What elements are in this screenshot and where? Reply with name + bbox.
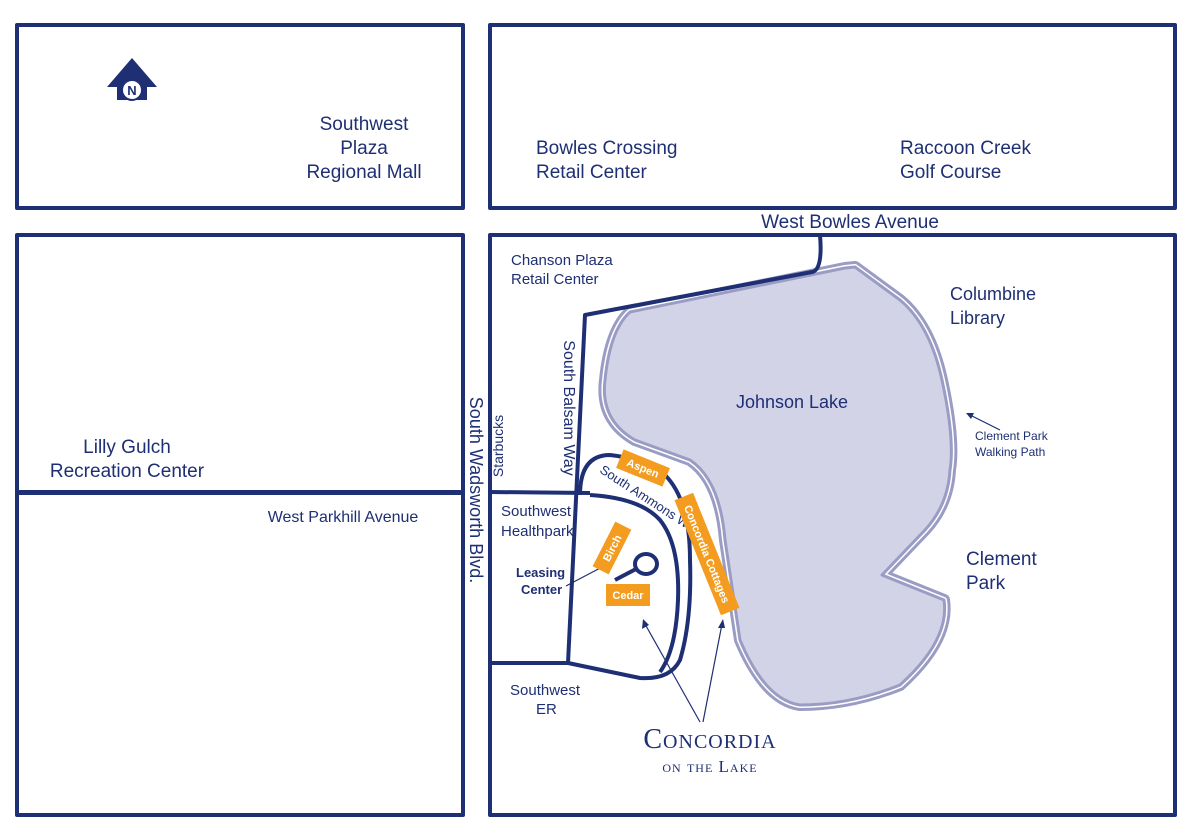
southwest-plaza-label: Southwest Plaza Regional Mall [306,114,421,183]
south-balsam-way-label: South Balsam Way [560,340,577,475]
starbucks-label: Starbucks [490,415,506,477]
svg-text:Regional Mall: Regional Mall [306,162,421,183]
svg-text:ER: ER [536,701,557,718]
svg-text:Clement Park: Clement Park [975,429,1049,443]
walking-path-arrow-icon [967,413,1001,431]
brand-tagline: on the Lake [662,757,757,776]
arrowhead-left-icon [642,619,649,629]
inner-loop-road [589,493,681,674]
south-wadsworth-blvd-label: South Wadsworth Blvd. [466,397,486,583]
block-northwest [15,23,465,210]
lilly-gulch-label: Lilly Gulch Recreation Center [50,437,205,482]
walking-path-label: Clement Park Walking Path [966,413,1049,459]
road-to-parkhill [489,490,591,495]
ammons-cul-de-sac-stem [614,566,639,582]
svg-text:Golf Course: Golf Course [900,162,1001,183]
svg-text:Walking Path: Walking Path [975,445,1045,459]
svg-text:Raccoon Creek: Raccoon Creek [900,138,1031,159]
johnson-lake-label: Johnson Lake [736,392,848,412]
svg-text:Healthpark: Healthpark [501,523,574,540]
svg-text:Library: Library [950,308,1005,328]
svg-text:Plaza: Plaza [340,138,388,159]
west-parkhill-avenue-label: West Parkhill Avenue [268,509,419,526]
west-bowles-avenue-label: West Bowles Avenue [761,212,939,233]
johnson-lake [598,261,958,711]
svg-text:Retail Center: Retail Center [536,162,648,183]
svg-text:Park: Park [966,573,1006,594]
brand-name: Concordia [643,724,776,755]
building-cedar: Cedar [606,584,650,606]
lake-water [602,265,953,707]
concordia-pointer-arrows [644,623,723,723]
svg-text:Lilly Gulch: Lilly Gulch [83,437,171,458]
leasing-center-label: Leasing Center [516,565,605,597]
southwest-healthpark-label: Southwest Healthpark [501,503,574,540]
clement-park-label: Clement Park [966,549,1037,594]
north-arrow-icon: N [107,58,157,101]
arrowhead-right-icon [718,619,725,628]
chanson-plaza-label: Chanson Plaza Retail Center [511,252,613,288]
concordia-brand-logo: Concordia on the Lake [643,724,776,776]
svg-text:Recreation Center: Recreation Center [50,461,205,482]
columbine-library-label: Columbine Library [950,284,1036,328]
svg-text:Bowles Crossing: Bowles Crossing [536,138,678,159]
block-east [488,233,1177,817]
southwest-er-label: Southwest ER [510,682,581,718]
svg-text:Cedar: Cedar [612,590,644,602]
svg-text:Southwest: Southwest [320,114,409,135]
leasing-center-pointer [565,565,605,587]
svg-text:Columbine: Columbine [950,284,1036,304]
block-north [488,23,1177,210]
raccoon-creek-label: Raccoon Creek Golf Course [900,138,1031,183]
building-aspen: Aspen [616,449,670,487]
bowles-crossing-label: Bowles Crossing Retail Center [536,138,678,183]
svg-text:Chanson Plaza: Chanson Plaza [511,252,613,269]
svg-text:Southwest: Southwest [510,682,581,699]
svg-text:Center: Center [521,582,562,597]
south-balsam-way-road [566,234,823,664]
building-birch: Birch [592,521,632,575]
svg-text:Southwest: Southwest [501,503,572,520]
block-west-lower [15,490,465,817]
svg-text:Leasing: Leasing [516,565,565,580]
north-letter: N [127,83,136,98]
svg-text:Clement: Clement [966,549,1037,570]
svg-text:Retail Center: Retail Center [511,271,599,288]
ammons-cul-de-sac [633,552,659,576]
